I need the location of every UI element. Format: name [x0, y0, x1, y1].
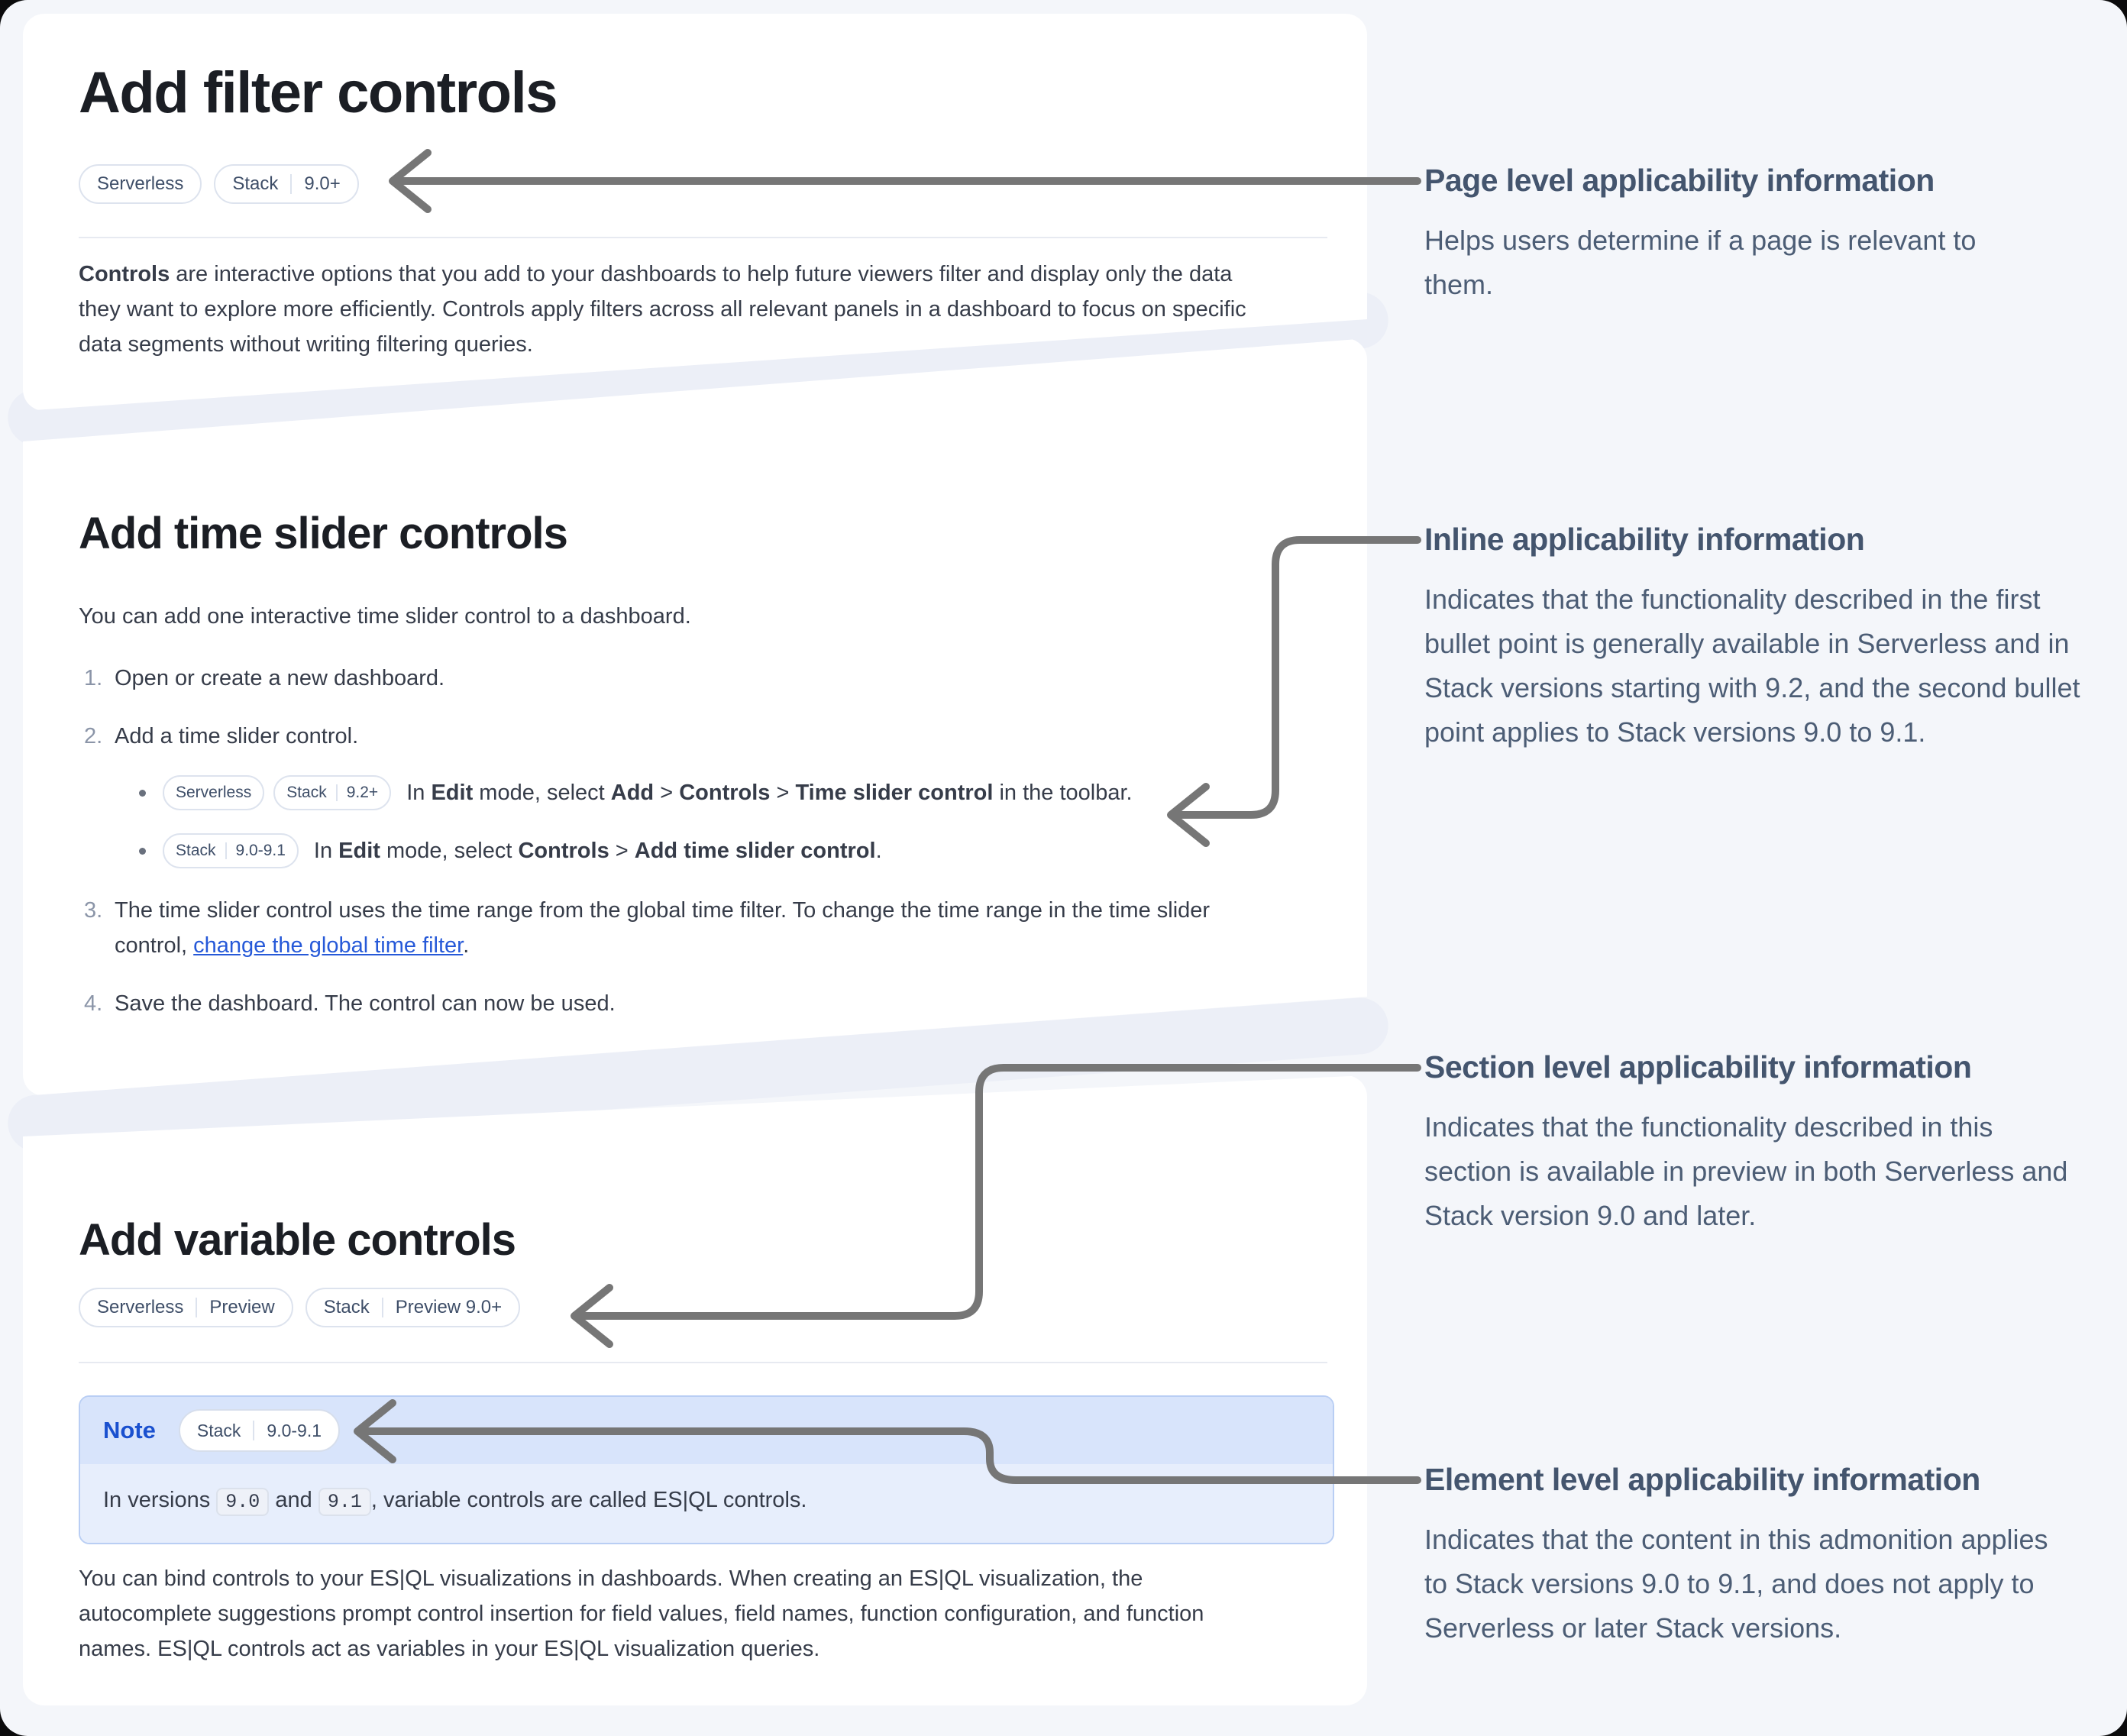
badge-label: Stack: [176, 842, 216, 859]
list-item-3: 3. The time slider control uses the time…: [84, 893, 1253, 963]
annotation-body: Indicates that the functionality describ…: [1424, 1111, 2068, 1231]
bold-text: Time slider control: [795, 781, 994, 805]
inline-applicability-badges: Serverless Stack 9.2+: [163, 775, 392, 810]
bullet-item-stack-90-91: Stack 9.0-9.1 In Edit mode, select Contro…: [139, 833, 882, 868]
annotation-element-level: Element level applicability information …: [1424, 1462, 2074, 1650]
badge-label: Serverless: [97, 173, 184, 194]
bold-text: Edit: [338, 839, 380, 863]
inline-code: 9.0: [216, 1488, 270, 1516]
annotation-section-level: Section level applicability information …: [1424, 1049, 2074, 1238]
annotation-title: Page level applicability information: [1424, 163, 1935, 198]
divider: [79, 1362, 1327, 1363]
badge-label: Preview 9.0+: [395, 1297, 503, 1317]
applicability-badge: Serverless: [79, 164, 202, 204]
list-number: 1.: [84, 666, 103, 690]
badge-divider: [225, 842, 227, 859]
bold-text: Add time slider control: [634, 839, 876, 863]
list-item-text: Save the dashboard. The control can now …: [115, 991, 616, 1016]
annotation-page-level: Page level applicability information Hel…: [1424, 163, 2035, 307]
bullet-icon: [139, 789, 146, 797]
badge-label: 9.0-9.1: [235, 842, 286, 859]
list-item-1: 1. Open or create a new dashboard.: [84, 661, 444, 696]
page-applicability-badges: Serverless Stack 9.0+: [79, 164, 359, 204]
annotation-body: Indicates that the content in this admon…: [1424, 1524, 2048, 1644]
section-add-time-slider-controls: Add time slider controls You can add one…: [23, 338, 1367, 1096]
annotation-title: Inline applicability information: [1424, 522, 1865, 557]
applicability-badge: Stack Preview 9.0+: [305, 1288, 521, 1327]
inline-applicability-badges: Stack 9.0-9.1: [163, 833, 299, 868]
note-header: Note Stack 9.0-9.1: [80, 1397, 1333, 1464]
inline-code: 9.1: [318, 1488, 371, 1516]
bold-text: Edit: [431, 781, 474, 805]
list-number: 4.: [84, 991, 103, 1016]
applicability-badge: Serverless Preview: [79, 1288, 293, 1327]
badge-label: Serverless: [97, 1297, 184, 1317]
note-applicability-badge: Stack 9.0-9.1: [178, 1409, 341, 1452]
note-admonition: Note Stack 9.0-9.1 In versions 9.0 and 9.…: [79, 1395, 1334, 1544]
bold-text: Controls: [518, 839, 609, 863]
badge-divider: [253, 1421, 255, 1440]
badge-label: Serverless: [176, 784, 252, 801]
intro-paragraph: Controls are interactive options that yo…: [79, 262, 1246, 357]
applicability-badge: Stack 9.0+: [214, 164, 359, 204]
section-title: Add time slider controls: [79, 509, 568, 558]
bold-text: Add: [610, 781, 655, 805]
list-item-text: Add a time slider control.: [115, 724, 359, 748]
annotation-title: Section level applicability information: [1424, 1049, 1972, 1085]
bullet-text: In Edit mode, select Add > Controls > Ti…: [406, 781, 1133, 805]
annotation-title: Element level applicability information: [1424, 1462, 1980, 1497]
list-number: 2.: [84, 724, 103, 748]
badge-label: Stack: [232, 173, 279, 194]
applicability-badge: Stack 9.0-9.1: [163, 833, 299, 868]
list-item-2: 2. Add a time slider control.: [84, 719, 358, 754]
bold-text: Controls: [679, 781, 771, 805]
bold-text: Controls: [79, 262, 170, 286]
applicability-badge: Stack 9.0-9.1: [178, 1409, 341, 1452]
section-intro: You can add one interactive time slider …: [79, 604, 691, 629]
badge-divider: [290, 174, 293, 194]
badge-divider: [381, 1298, 383, 1317]
list-item-text: The time slider control uses the time ra…: [115, 898, 1211, 958]
badge-divider: [335, 784, 338, 801]
badge-label: Preview: [209, 1297, 275, 1317]
closing-paragraph: You can bind controls to your ES|QL visu…: [79, 1566, 1204, 1661]
badge-label: 9.0+: [304, 173, 341, 194]
divider: [79, 237, 1327, 238]
section-applicability-badges: Serverless Preview Stack Preview 9.0+: [79, 1288, 521, 1327]
badge-divider: [196, 1298, 198, 1317]
list-number: 3.: [84, 898, 103, 923]
annotation-body: Helps users determine if a page is relev…: [1424, 225, 1977, 300]
note-body: In versions 9.0 and 9.1, variable contro…: [80, 1464, 1333, 1543]
bullet-text: In Edit mode, select Controls > Add time…: [313, 839, 882, 863]
badge-label: 9.2+: [346, 784, 379, 801]
list-item-4: 4. Save the dashboard. The control can n…: [84, 986, 616, 1021]
section-title: Add variable controls: [79, 1215, 516, 1265]
page-title: Add filter controls: [79, 60, 558, 125]
applicability-badge: Stack 9.2+: [273, 775, 392, 810]
badge-label: Stack: [196, 1420, 241, 1440]
badge-label: Stack: [323, 1297, 370, 1317]
badge-label: Stack: [286, 784, 327, 801]
list-item-text: Open or create a new dashboard.: [115, 666, 445, 690]
annotation-body: Indicates that the functionality describ…: [1424, 584, 2080, 748]
inline-link[interactable]: change the global time filter: [193, 933, 464, 958]
bullet-item-serverless-stack-92: Serverless Stack 9.2+ In Edit mode, select…: [139, 775, 1133, 810]
annotation-inline-level: Inline applicability information Indicat…: [1424, 522, 2090, 755]
note-label: Note: [103, 1417, 156, 1443]
badge-label: 9.0-9.1: [267, 1420, 322, 1440]
bullet-icon: [139, 847, 146, 855]
applicability-badge: Serverless: [163, 775, 265, 810]
